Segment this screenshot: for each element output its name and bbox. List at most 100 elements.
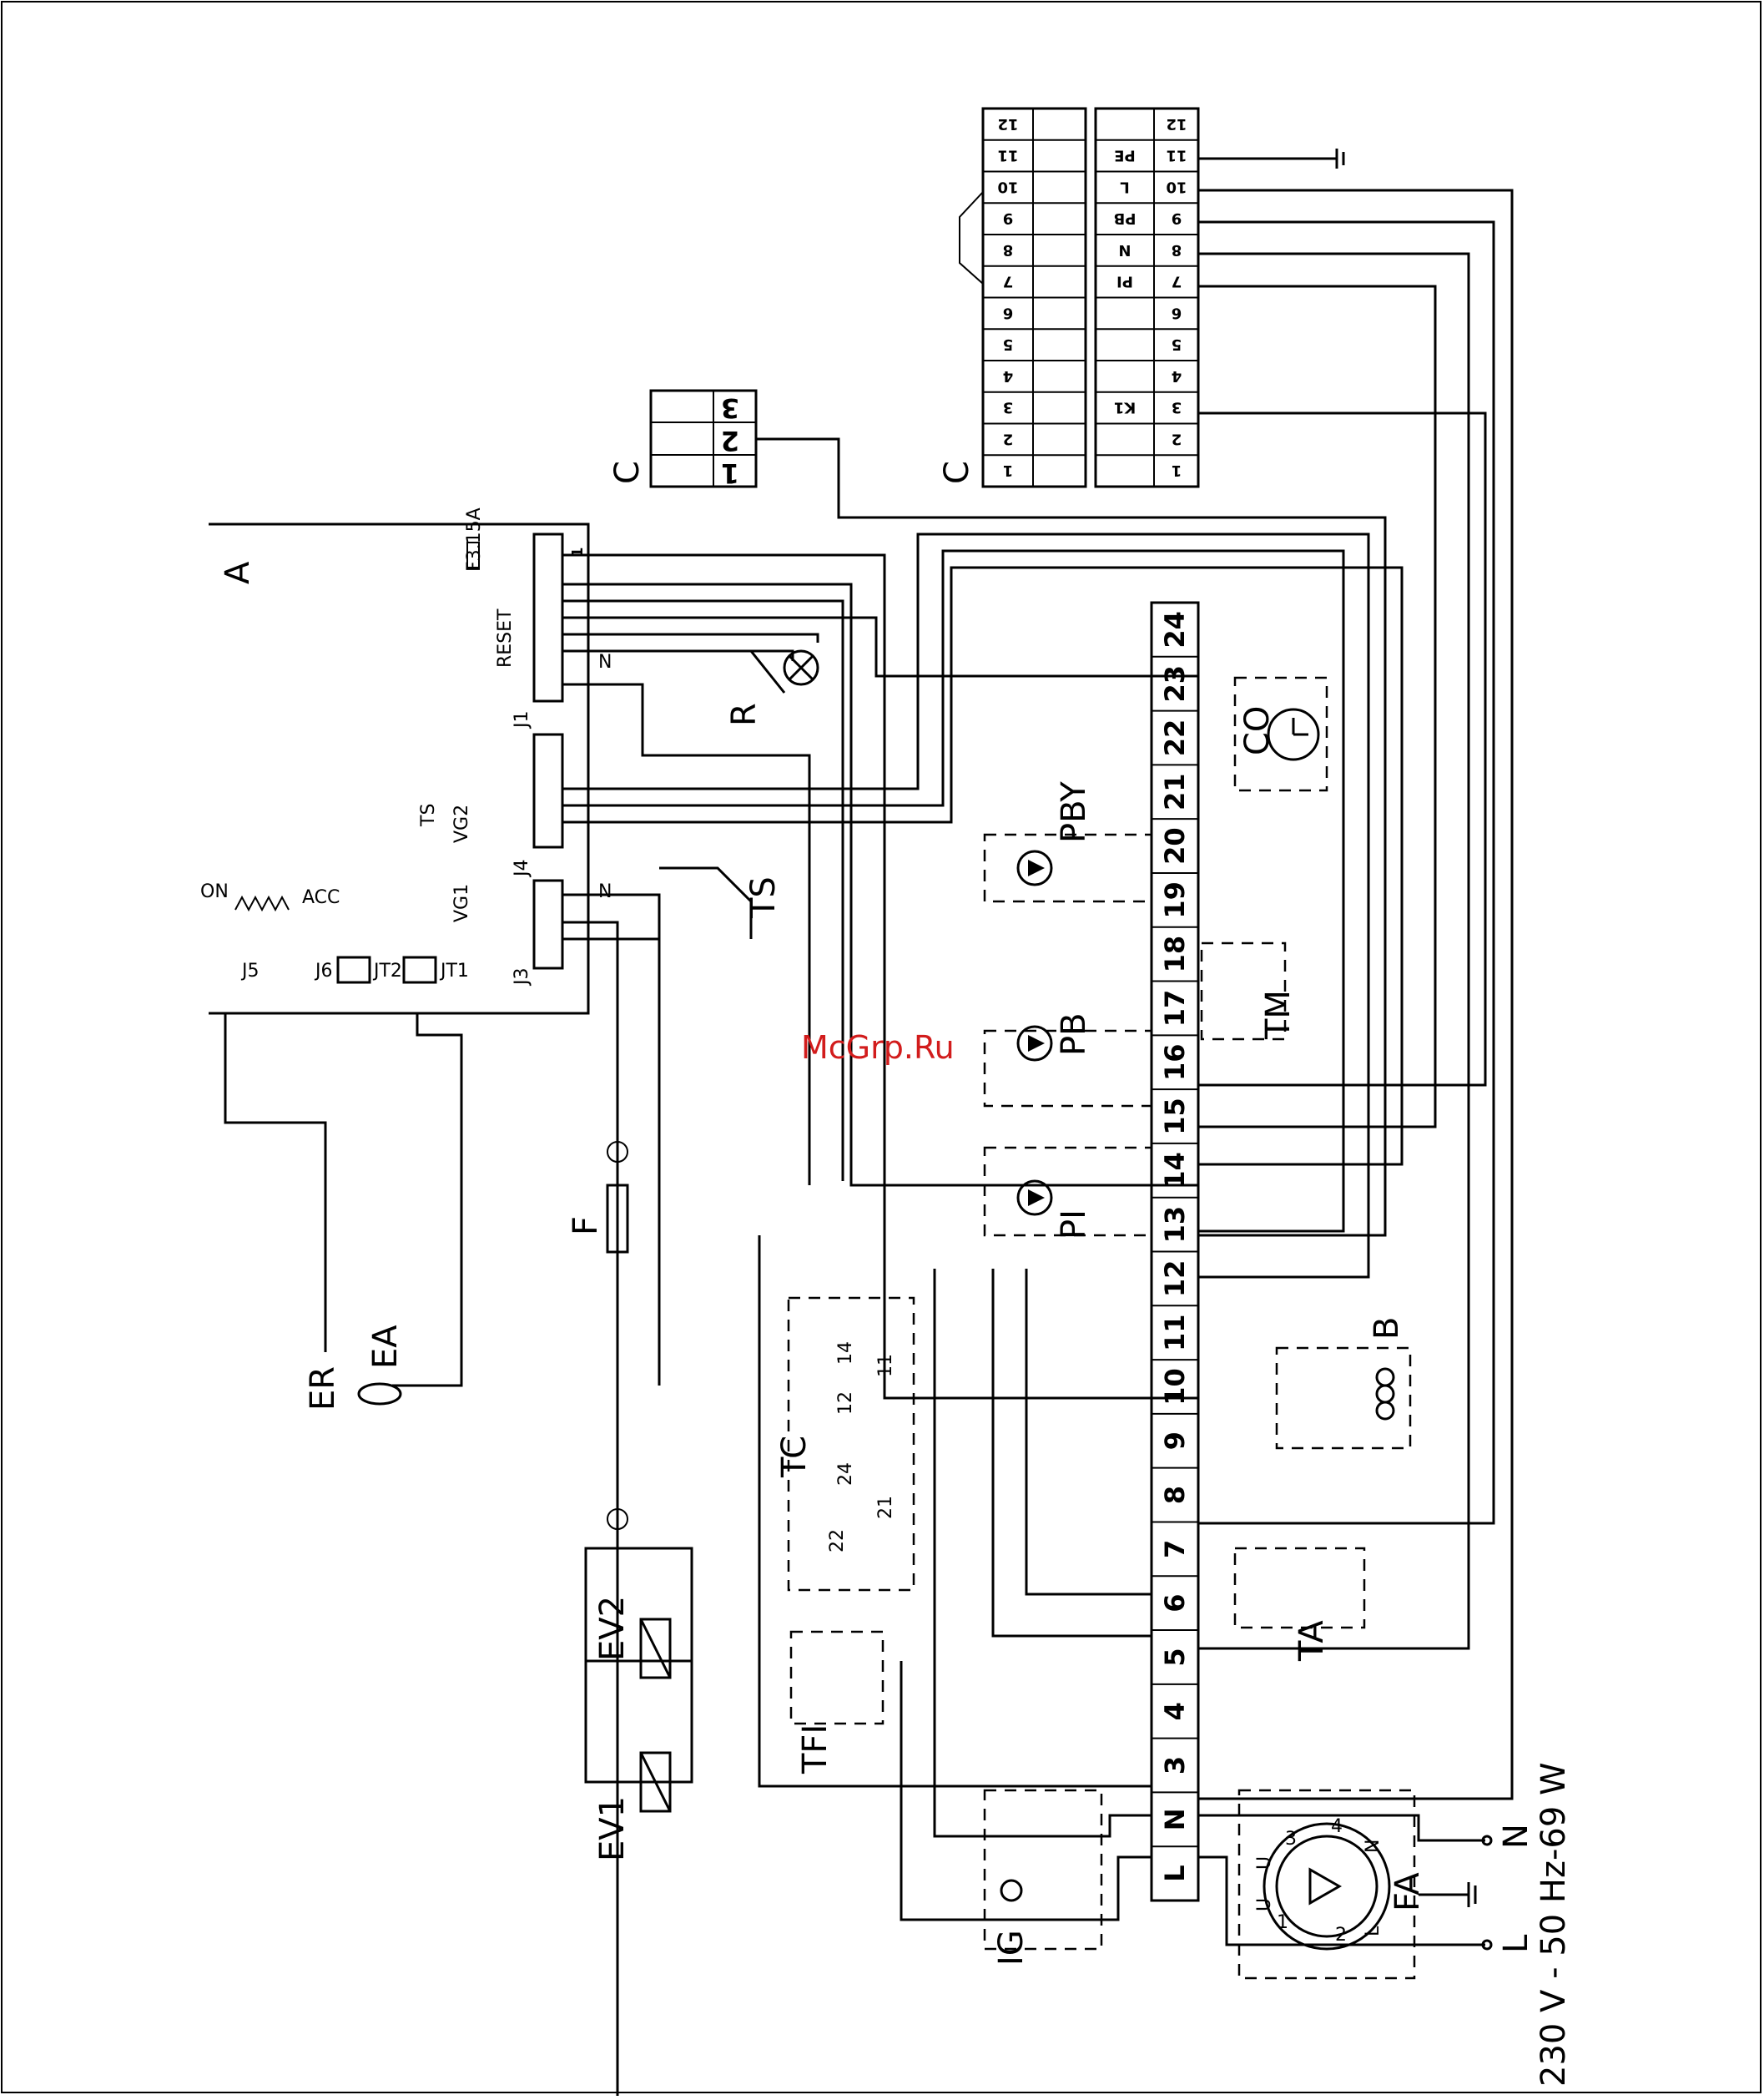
fa-pin-2: 2 [1335, 1925, 1347, 1946]
vg1-label: VG1 [451, 884, 472, 922]
c-left-pin-10: 10 [997, 178, 1018, 195]
tc-contact-12: 12 [835, 1391, 856, 1415]
label-tm: TM [1259, 990, 1298, 1040]
supply-label: 230 V - 50 Hz-69 W [1535, 1762, 1573, 2087]
j3-n-label: N [598, 881, 612, 902]
fa-pin-1: 1 [1277, 1912, 1288, 1933]
c-right-signal-pi: PI [1116, 273, 1133, 290]
pump-pb-icon [1016, 1025, 1053, 1062]
pump-pi-icon [1016, 1179, 1053, 1216]
terminal-4: 4 [1159, 1702, 1191, 1720]
c-right-signal-n: N [1118, 241, 1131, 259]
label-tfi: TFI [796, 1724, 834, 1774]
c-small-pin-1: 1 [721, 457, 739, 489]
label-ts: TS [744, 876, 783, 919]
fa-pin-3: 3 [1285, 1829, 1297, 1850]
c-right-signal-pe: PE [1114, 147, 1136, 164]
terminal-7: 7 [1159, 1540, 1191, 1558]
c-left-pin-6: 6 [1003, 304, 1014, 321]
tc-contact-11: 11 [875, 1354, 896, 1377]
mains-n-label: N [1497, 1824, 1535, 1849]
label-f: F [567, 1216, 605, 1235]
terminal-23: 23 [1159, 665, 1191, 703]
label-pi: PI [1055, 1209, 1093, 1239]
tc-contact-22: 22 [827, 1529, 848, 1552]
c-right-pin-4: 4 [1172, 367, 1182, 385]
terminal-24: 24 [1159, 611, 1191, 649]
c-right-pin-12: 12 [1166, 115, 1187, 133]
terminal-17: 17 [1159, 990, 1191, 1027]
terminal-22: 22 [1159, 719, 1191, 757]
connector-c-small: 3 2 1 C [608, 389, 758, 489]
tc-contact-14: 14 [835, 1341, 856, 1365]
jt2-label: JT2 [372, 961, 402, 982]
c-left-pin-4: 4 [1003, 367, 1014, 385]
fa-label-u1: U [1254, 1856, 1275, 1870]
terminal-11: 11 [1159, 1314, 1191, 1351]
label-pb: PB [1055, 1012, 1093, 1056]
tc-contact-24: 24 [835, 1462, 856, 1486]
terminal-5: 5 [1159, 1648, 1191, 1666]
c-right-signal-k1: K1 [1114, 399, 1136, 416]
terminal-6: 6 [1159, 1594, 1191, 1613]
watermark: McGrp.Ru [801, 1029, 955, 1066]
terminal-10: 10 [1159, 1368, 1191, 1406]
c-left-pin-11: 11 [997, 147, 1018, 164]
c-right-pin-9: 9 [1172, 209, 1182, 227]
terminal-N: N [1159, 1808, 1191, 1830]
label-ta: TA [1293, 1620, 1331, 1662]
control-board-a: A 1 J1 F3.15A RESET J4 VG2 TS J3 VG1 ACC… [200, 507, 612, 1015]
j5-label: J5 [240, 961, 260, 982]
c-small-pin-2: 2 [721, 425, 739, 457]
c-left-pin-3: 3 [1003, 399, 1014, 416]
label-ev1: EV1 [593, 1796, 632, 1861]
label-a: A [219, 561, 257, 584]
c-right-pin-8: 8 [1172, 241, 1182, 259]
acc-label: ACC [302, 887, 340, 908]
vg2-label: VG2 [451, 805, 472, 843]
c-left-pin-8: 8 [1003, 241, 1014, 259]
c-right-pin-2: 2 [1172, 430, 1182, 447]
tc-contact-21: 21 [875, 1496, 896, 1519]
fan-fa-icon [1263, 1822, 1391, 1951]
c-left-pin-2: 2 [1003, 430, 1014, 447]
label-c-right: C [938, 461, 976, 484]
connector-j4 [532, 733, 564, 849]
label-er: ER [304, 1366, 342, 1411]
label-pby: PBY [1055, 781, 1093, 843]
terminal-15: 15 [1159, 1098, 1191, 1135]
fa-label-u2: U [1254, 1898, 1275, 1911]
j1-label: J1 [512, 711, 532, 730]
label-ig: IG [992, 1930, 1031, 1966]
c-left-pin-12: 12 [997, 115, 1018, 133]
label-fa: FA [1389, 1872, 1427, 1911]
c-left-pin-5: 5 [1003, 336, 1014, 353]
terminal-3: 3 [1159, 1756, 1191, 1774]
terminal-19: 19 [1159, 881, 1191, 919]
terminal-14: 14 [1159, 1152, 1191, 1189]
c-right-pin-11: 11 [1166, 147, 1187, 164]
c-right-pin-3: 3 [1172, 399, 1182, 416]
mains-l-label: L [1497, 1934, 1535, 1953]
terminal-21: 21 [1159, 774, 1191, 811]
terminal-18: 18 [1159, 936, 1191, 973]
connector-j1 [532, 533, 564, 703]
c-left-pin-9: 9 [1003, 209, 1014, 227]
on-label: ON [200, 881, 229, 902]
fa-label-l: L [1363, 1926, 1383, 1936]
j6-label: J6 [314, 961, 333, 982]
label-ea: EA [366, 1325, 405, 1369]
terminal-L: L [1159, 1865, 1191, 1881]
fa-pin-4: 4 [1331, 1816, 1343, 1837]
terminal-16: 16 [1159, 1043, 1191, 1081]
terminal-9: 9 [1159, 1431, 1191, 1450]
c-right-pin-1: 1 [1172, 462, 1182, 479]
c-right-signal-l: L [1120, 178, 1129, 195]
reset-label: RESET [495, 608, 516, 668]
